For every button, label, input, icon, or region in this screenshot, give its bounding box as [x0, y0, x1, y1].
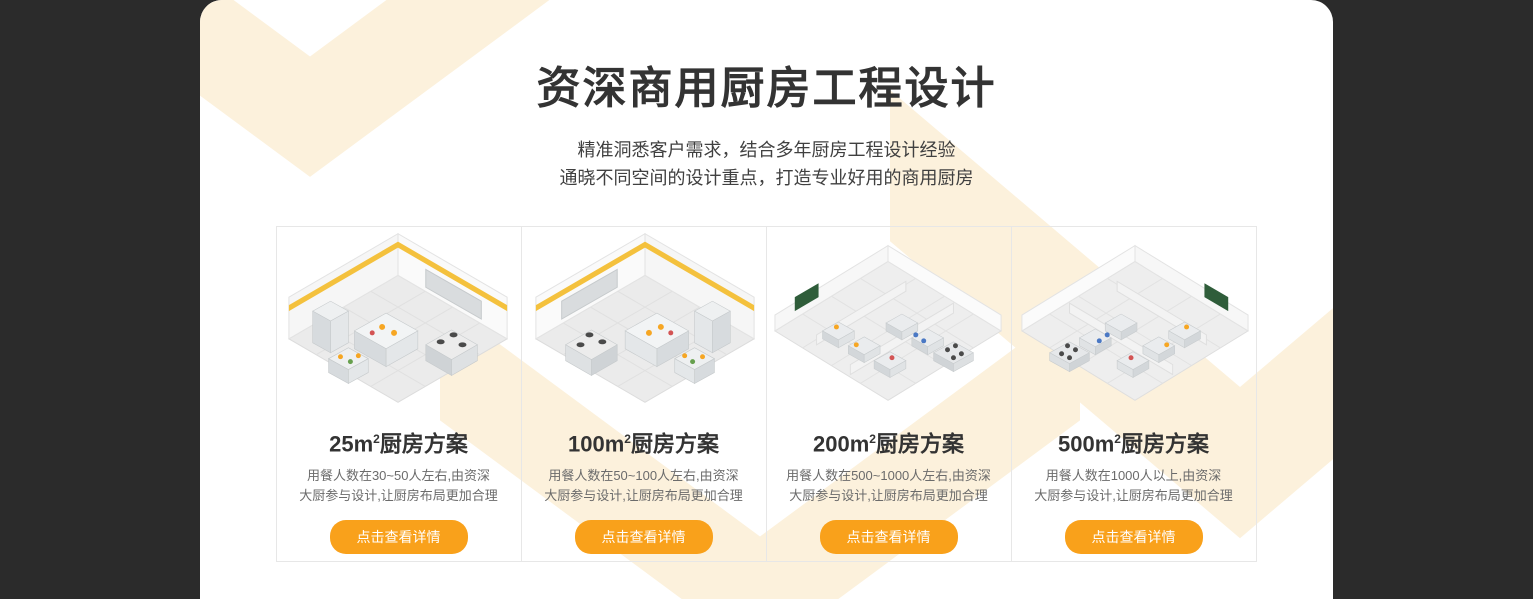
card-title: 100m2厨房方案: [522, 425, 766, 458]
card-description-line-2: 大厨参与设计,让厨房布局更加合理: [299, 488, 498, 504]
view-details-button[interactable]: 点击查看详情: [329, 520, 468, 555]
card-description-line-1: 用餐人数在30~50人左右,由资深: [306, 468, 491, 484]
card-title-suffix: 厨房方案: [630, 431, 719, 457]
card-title: 200m2厨房方案: [767, 425, 1011, 458]
card-description-line-2: 大厨参与设计,让厨房布局更加合理: [1034, 488, 1233, 504]
card-title-area: 500m: [1058, 431, 1115, 457]
kitchen-render-image: [277, 227, 521, 413]
page-subtitle: 精准洞悉客户需求，结合多年厨房工程设计经验 通晓不同空间的设计重点，打造专业好用…: [200, 136, 1333, 192]
kitchen-render-image: [767, 227, 1011, 413]
card-description-line-2: 大厨参与设计,让厨房布局更加合理: [544, 488, 743, 504]
card-description: 用餐人数在30~50人左右,由资深 大厨参与设计,让厨房布局更加合理: [277, 466, 521, 506]
plan-card-200m2: 200m2厨房方案 用餐人数在500~1000人左右,由资深 大厨参与设计,让厨…: [765, 226, 1012, 562]
card-title-sup: 2: [373, 432, 380, 446]
card-title-suffix: 厨房方案: [1120, 431, 1209, 457]
kitchen-render-image: [522, 227, 766, 413]
card-description-line-1: 用餐人数在1000人以上,由资深: [1045, 468, 1222, 484]
card-title-area: 200m: [813, 431, 870, 457]
card-description-line-2: 大厨参与设计,让厨房布局更加合理: [789, 488, 988, 504]
kitchen-render-image: [1012, 227, 1256, 413]
card-description-line-1: 用餐人数在500~1000人左右,由资深: [786, 468, 991, 484]
plan-card-500m2: 500m2厨房方案 用餐人数在1000人以上,由资深 大厨参与设计,让厨房布局更…: [1010, 226, 1257, 562]
card-title: 25m2厨房方案: [277, 425, 521, 458]
plan-card-100m2: 100m2厨房方案 用餐人数在50~100人左右,由资深 大厨参与设计,让厨房布…: [520, 226, 767, 562]
plan-card-25m2: 25m2厨房方案 用餐人数在30~50人左右,由资深 大厨参与设计,让厨房布局更…: [275, 226, 522, 562]
card-description: 用餐人数在50~100人左右,由资深 大厨参与设计,让厨房布局更加合理: [522, 466, 766, 506]
card-title-area: 100m: [568, 431, 625, 457]
page-title: 资深商用厨房工程设计: [536, 64, 997, 113]
card-title-sup: 2: [869, 432, 876, 446]
plan-cards-row: 25m2厨房方案 用餐人数在30~50人左右,由资深 大厨参与设计,让厨房布局更…: [275, 226, 1258, 562]
content-panel: 资深商用厨房工程设计 精准洞悉客户需求，结合多年厨房工程设计经验 通晓不同空间的…: [200, 0, 1333, 599]
page-subtitle-line-2: 通晓不同空间的设计重点，打造专业好用的商用厨房: [559, 168, 974, 188]
card-title-suffix: 厨房方案: [875, 431, 964, 457]
card-title: 500m2厨房方案: [1012, 425, 1256, 458]
page-subtitle-line-1: 精准洞悉客户需求，结合多年厨房工程设计经验: [577, 140, 956, 160]
card-title-area: 25m: [329, 431, 374, 457]
card-title-sup: 2: [624, 432, 631, 446]
card-description: 用餐人数在500~1000人左右,由资深 大厨参与设计,让厨房布局更加合理: [767, 466, 1011, 506]
card-description: 用餐人数在1000人以上,由资深 大厨参与设计,让厨房布局更加合理: [1012, 466, 1256, 506]
card-title-sup: 2: [1114, 432, 1121, 446]
view-details-button[interactable]: 点击查看详情: [819, 520, 958, 555]
card-title-suffix: 厨房方案: [379, 431, 468, 457]
view-details-button[interactable]: 点击查看详情: [574, 520, 713, 555]
view-details-button[interactable]: 点击查看详情: [1064, 520, 1203, 555]
card-description-line-1: 用餐人数在50~100人左右,由资深: [548, 468, 739, 484]
